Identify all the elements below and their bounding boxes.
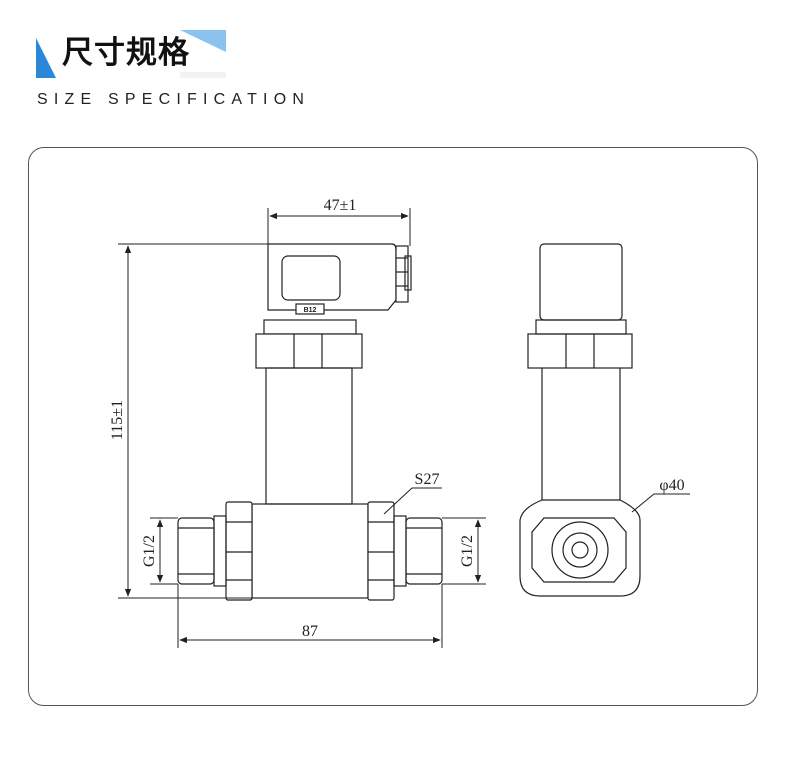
upper-nut <box>255 319 363 369</box>
drawing-frame <box>28 147 758 706</box>
side-connector-head <box>539 243 623 321</box>
port-bore <box>571 541 589 559</box>
side-manifold <box>519 499 641 597</box>
title-accent-shape <box>36 30 226 78</box>
connector-head <box>267 243 412 315</box>
left-hex-nut <box>225 501 253 601</box>
side-upper-nut <box>527 319 633 369</box>
side-hex-face <box>531 517 627 583</box>
port-left-label: G1/2 <box>141 535 158 567</box>
front-view: B12 <box>177 243 443 601</box>
side-view <box>519 243 690 597</box>
port-middle-ring <box>562 532 598 568</box>
hex-callout-label: S27 <box>415 471 440 488</box>
right-fitting <box>393 515 443 587</box>
port-outer-ring <box>551 521 609 579</box>
diameter-callout-label: φ40 <box>659 477 684 494</box>
dim-width-label: 47±1 <box>324 197 357 214</box>
dim-length-label: 87 <box>302 623 318 640</box>
section-title: 尺寸规格 <box>62 35 190 71</box>
dimensions-front <box>118 208 486 648</box>
manifold-body <box>251 503 369 599</box>
section-subtitle: SIZE SPECIFICATION <box>37 91 311 108</box>
connector-label: B12 <box>304 307 317 314</box>
right-hex-nut <box>367 501 395 601</box>
left-fitting <box>177 515 227 587</box>
sensor-body <box>265 367 353 505</box>
section-header: 尺寸规格 SIZE SPECIFICATION <box>0 0 790 120</box>
port-right-label: G1/2 <box>459 535 476 567</box>
dim-height-label: 115±1 <box>109 400 126 440</box>
